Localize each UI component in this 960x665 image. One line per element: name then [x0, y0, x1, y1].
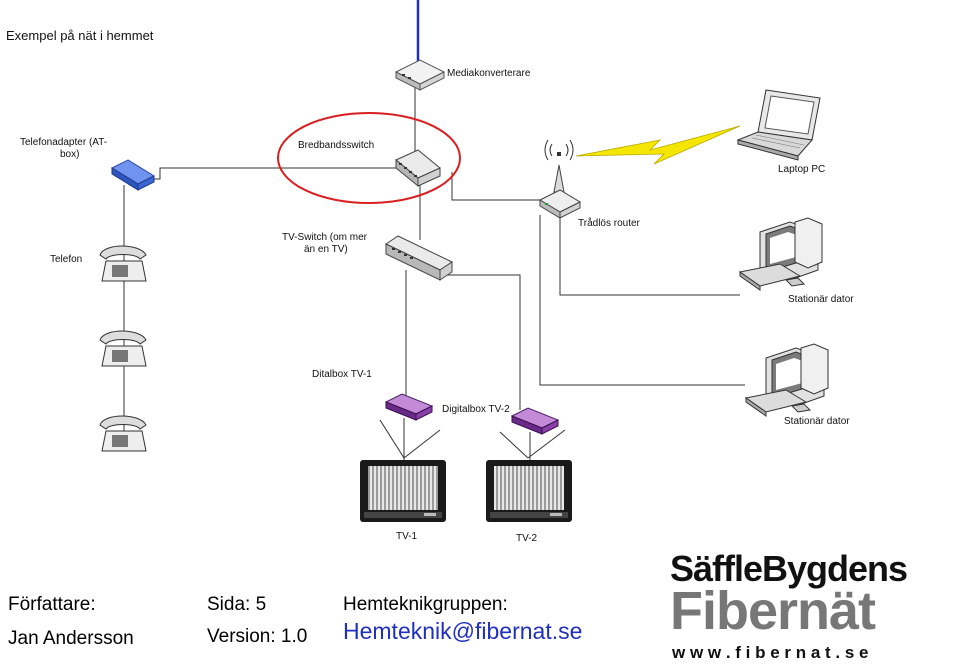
group-label: Hemteknikgruppen: [343, 594, 508, 615]
desktop-computer-icon-2 [744, 343, 829, 417]
phone-icon-3 [99, 415, 147, 452]
phone-label: Telefon [50, 254, 82, 265]
diagram-title: Exempel på nät i hemmet [6, 28, 154, 43]
desktop-computer-icon-1 [738, 217, 823, 291]
wireless-router-icon [538, 139, 582, 219]
antenna-tv2-right [527, 429, 566, 459]
cable-adapter-switch [152, 167, 398, 180]
tv-icon-2 [486, 460, 572, 522]
logo-line1: SäffleBygdens [670, 548, 908, 589]
mediaconverter-label: Mediakonverterare [447, 68, 531, 79]
cable-router-desktop2 [539, 215, 745, 386]
mediaconverter-icon [394, 59, 446, 91]
contact-email-link[interactable]: Hemteknik@fibernat.se [343, 618, 583, 644]
desktop1-label: Stationär dator [788, 294, 854, 305]
tv-switch-icon [384, 235, 454, 281]
phone-adapter-icon [110, 159, 156, 191]
digitalbox-icon-tv2 [510, 407, 560, 435]
tv-icon-1 [360, 460, 446, 522]
logo-url: w w w . f i b e r n a t . s e [672, 643, 869, 662]
wireless-signal-icon [575, 125, 741, 165]
antenna-tv2-left [499, 431, 529, 459]
adapter-label-line1: Telefonadapter (AT- [20, 137, 107, 148]
phone-icon-1 [99, 245, 147, 282]
broadband-switch-icon [395, 149, 441, 188]
author-name: Jan Andersson [8, 628, 134, 649]
tv1-label: TV-1 [396, 531, 418, 542]
box-tv2-label: Digitalbox TV-2 [442, 404, 510, 415]
cable-router-desktop1 [559, 215, 740, 296]
laptop-icon [736, 89, 821, 161]
antenna-tv1-left [379, 419, 405, 459]
tvswitch-label-line1: TV-Switch (om mer [282, 232, 368, 243]
logo-line2: Fibernät [670, 581, 876, 641]
tvswitch-label-line2: än en TV) [304, 244, 348, 255]
cable-tvswitch-box2 [440, 274, 521, 410]
network-diagram: Exempel på nät i hemmet [6, 0, 854, 544]
page-number: Sida: 5 [207, 594, 267, 615]
version: Version: 1.0 [207, 626, 308, 647]
highlight-circle [277, 112, 461, 204]
desktop2-label: Stationär dator [784, 416, 850, 427]
box-tv1-label: Ditalbox TV-1 [312, 369, 372, 380]
antenna-tv1-right [403, 429, 441, 459]
phone-icon-2 [99, 330, 147, 367]
cable-switch-router [451, 172, 540, 201]
author-label: Författare: [8, 594, 96, 615]
router-label: Trådlös router [578, 217, 641, 229]
adapter-label-line2: box) [60, 149, 79, 160]
switch-label: Bredbandsswitch [298, 140, 374, 151]
tv2-label: TV-2 [516, 533, 538, 544]
digitalbox-icon-tv1 [384, 393, 434, 421]
laptop-label: Laptop PC [778, 164, 825, 175]
